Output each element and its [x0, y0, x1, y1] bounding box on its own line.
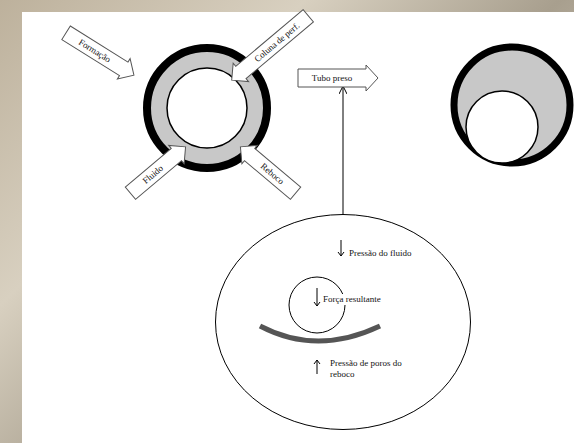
fluid-pressure-arrow-head — [338, 252, 344, 256]
arrow-shape — [123, 138, 194, 203]
ellipse-outline — [216, 215, 471, 430]
label-text: Força resultante — [322, 294, 382, 305]
drill-pipe — [466, 91, 538, 163]
connector-arrow — [343, 87, 344, 214]
fluid-pressure-arrow — [341, 240, 342, 256]
label-text: Pressão do fluido — [349, 248, 412, 259]
arrow-shape — [298, 65, 378, 91]
label-text: Tubo preso — [312, 73, 352, 84]
resultant-force-arrow — [317, 288, 318, 306]
borehole-wall — [454, 47, 570, 163]
stuck-pipe-section — [454, 47, 570, 163]
arrow-shape — [60, 23, 141, 86]
label-text: Pressão de poros do reboco — [330, 358, 420, 380]
detail-ellipse: Pressão do fluidoForça resultantePressão… — [215, 214, 471, 430]
arrow-shape — [233, 138, 304, 203]
block-arrow: Tubo preso — [298, 65, 378, 91]
detail-drawing — [215, 214, 471, 430]
resultant-force-arrow-head — [314, 302, 320, 306]
pore-pressure-arrow-head — [314, 360, 320, 364]
filter-cake-arc — [260, 326, 380, 341]
pipe-circle — [289, 277, 345, 333]
pore-pressure-arrow — [317, 360, 318, 374]
